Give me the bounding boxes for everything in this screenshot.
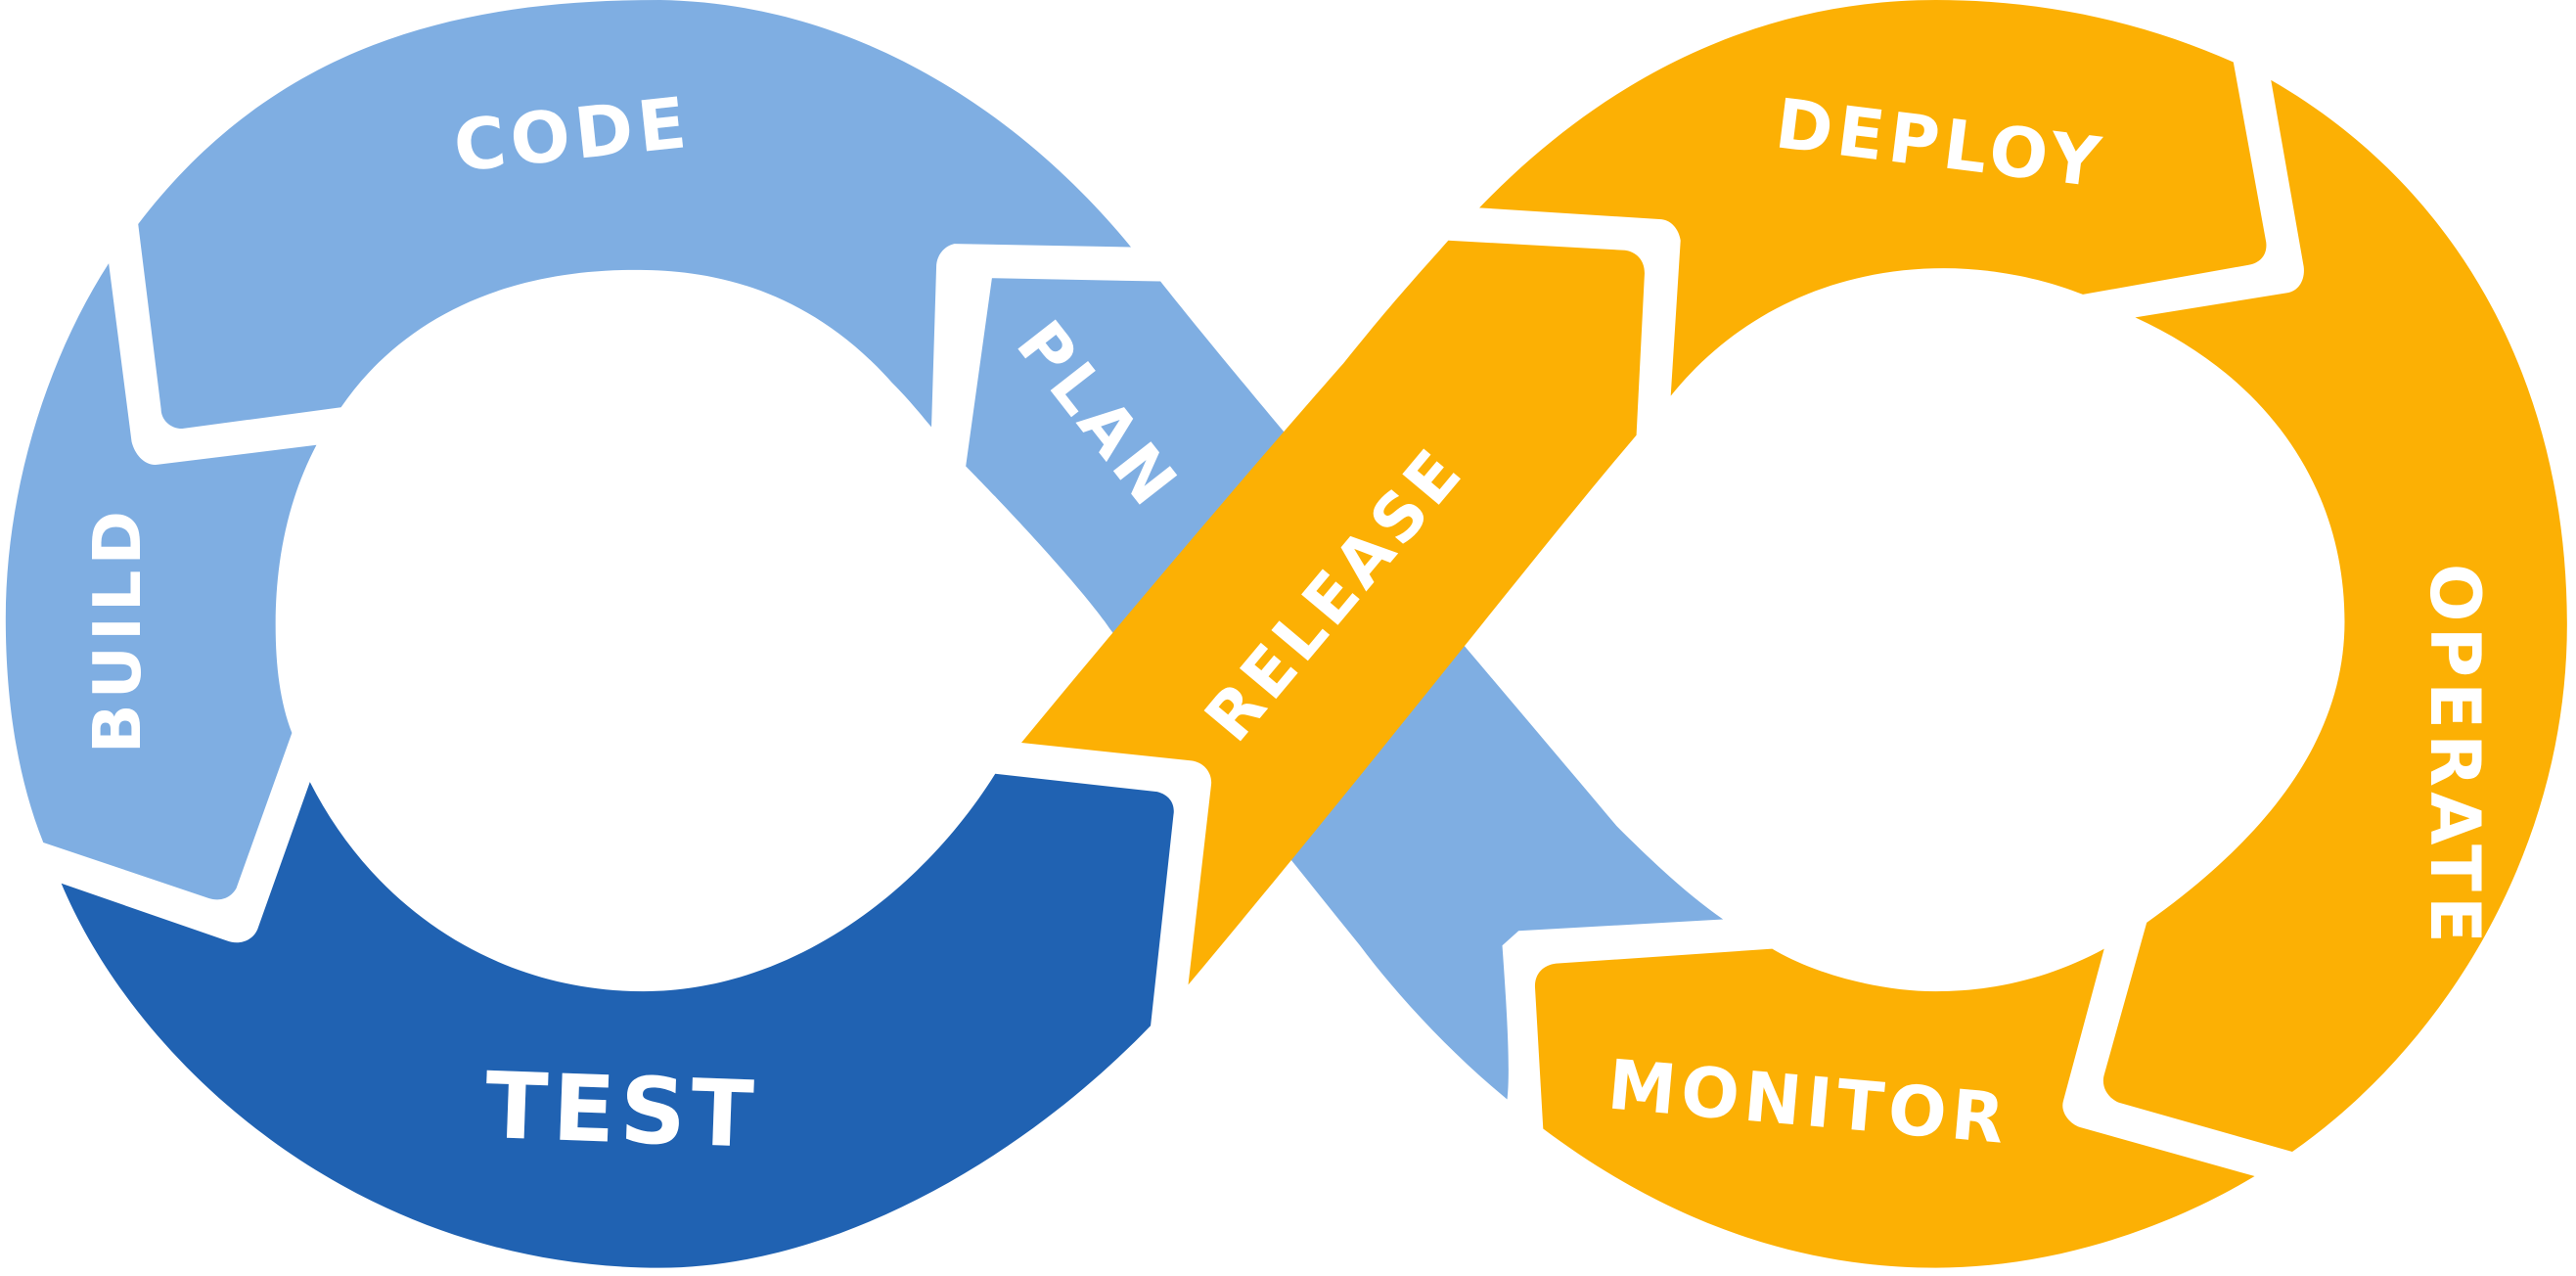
release-segment (1020, 240, 1645, 985)
label-test: TEST (483, 1053, 760, 1169)
deploy-segment (1479, 0, 2267, 396)
operate-segment (2102, 79, 2567, 1152)
monitor-segment (1534, 948, 2255, 1268)
build-segment (5, 263, 317, 900)
code-segment (138, 0, 1132, 430)
label-build: BUILD (79, 506, 156, 753)
label-operate: OPERATE (2415, 564, 2495, 948)
test-segment (61, 773, 1174, 1268)
